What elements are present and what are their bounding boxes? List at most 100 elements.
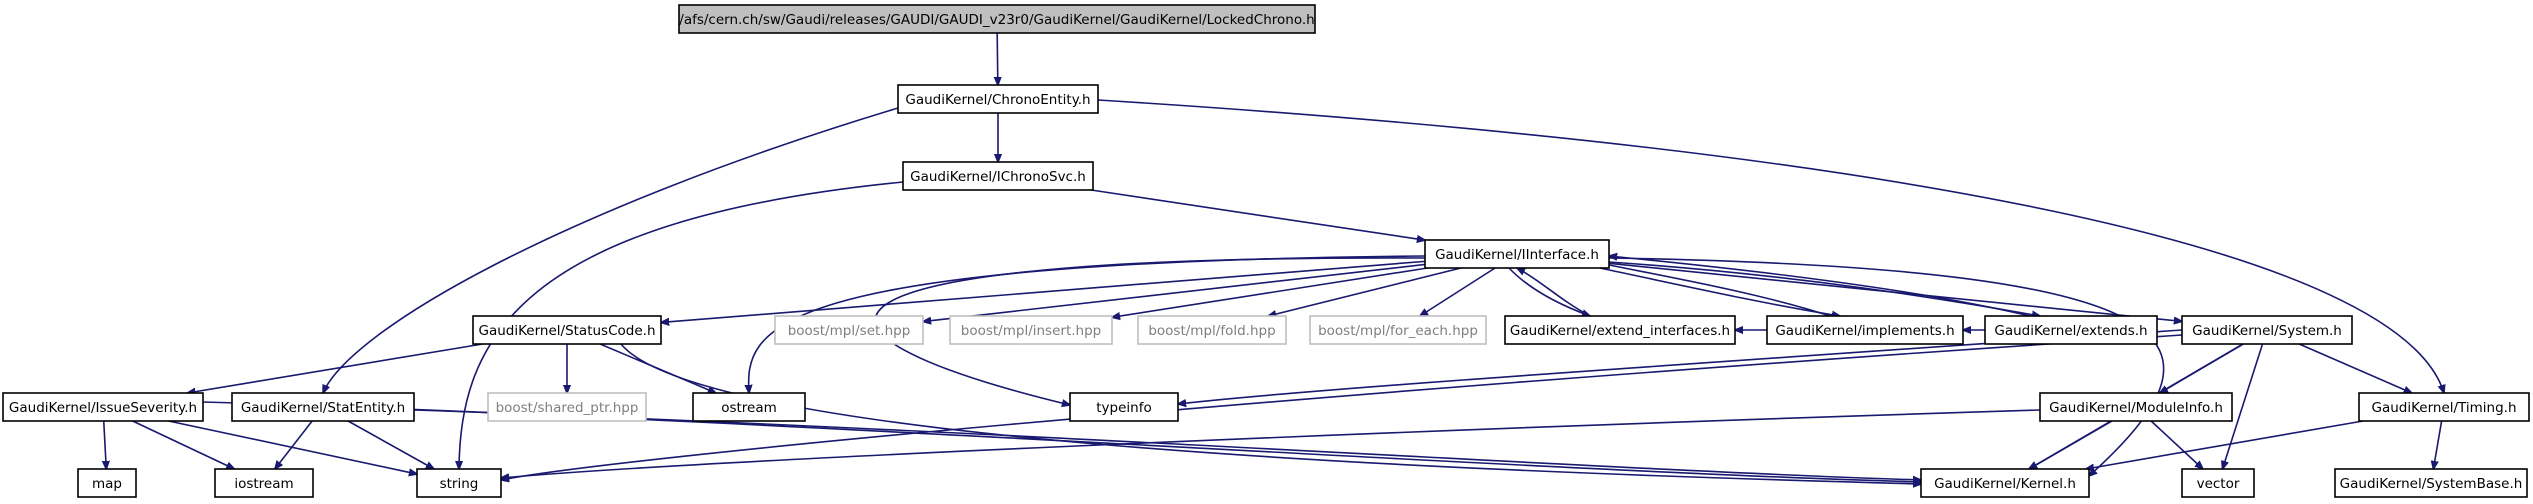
node-box-iostream — [214, 468, 314, 498]
node-iinterface[interactable]: GaudiKernel/IInterface.h — [1424, 239, 1610, 269]
edge-ichronosvc-to-string — [459, 181, 904, 469]
edge-iinterface-to-mplset — [923, 263, 1426, 321]
node-sharedptr: boost/shared_ptr.hpp — [487, 392, 647, 422]
edge-iinterface-to-mplfold — [1268, 267, 1462, 316]
node-box-mplforeach — [1309, 315, 1487, 345]
node-label-root: /afs/cern.ch/sw/Gaudi/releases/GAUDI/GAU… — [679, 12, 1314, 28]
edge-chronoentity-to-timing — [1097, 99, 2444, 393]
node-system[interactable]: GaudiKernel/System.h — [2181, 315, 2353, 345]
edge-system-to-string — [501, 334, 2183, 480]
node-label-moduleinfo: GaudiKernel/ModuleInfo.h — [2049, 400, 2223, 416]
node-kernel[interactable]: GaudiKernel/Kernel.h — [1920, 468, 2090, 498]
edge-statentity-to-iostream — [275, 420, 313, 469]
node-statentity[interactable]: GaudiKernel/StatEntity.h — [231, 392, 415, 422]
edge-statuscode-to-issueseverity — [187, 343, 483, 393]
edges — [104, 32, 2444, 484]
node-iostream[interactable]: iostream — [214, 468, 314, 498]
node-label-issueseverity: GaudiKernel/IssueSeverity.h — [9, 400, 197, 416]
node-box-root — [678, 4, 1316, 34]
node-box-moduleinfo — [2039, 392, 2233, 422]
node-box-mplfold — [1137, 315, 1287, 345]
node-box-map — [77, 468, 137, 498]
node-systembase[interactable]: GaudiKernel/SystemBase.h — [2334, 468, 2528, 498]
node-mplinsert: boost/mpl/insert.hpp — [949, 315, 1113, 345]
node-box-ostream — [692, 392, 806, 422]
edge-timing-to-kernel — [2086, 420, 2364, 469]
node-moduleinfo[interactable]: GaudiKernel/ModuleInfo.h — [2039, 392, 2233, 422]
node-box-timing — [2358, 392, 2530, 422]
node-box-vector — [2181, 468, 2255, 498]
edge-system-to-typeinfo — [1178, 329, 2183, 404]
node-extends[interactable]: GaudiKernel/extends.h — [1984, 315, 2158, 345]
edge-iinterface-to-mplinsert — [1112, 267, 1428, 317]
node-label-iostream: iostream — [234, 476, 293, 492]
node-label-mplforeach: boost/mpl/for_each.hpp — [1318, 323, 1478, 339]
edge-chronoentity-to-statentity — [323, 107, 899, 393]
node-box-mplinsert — [949, 315, 1113, 345]
node-label-iinterface: GaudiKernel/IInterface.h — [1435, 247, 1599, 263]
edge-iinterface-to-statuscode — [661, 260, 1426, 322]
node-label-statuscode: GaudiKernel/StatusCode.h — [479, 323, 656, 339]
node-label-string: string — [440, 476, 479, 492]
nodes: /afs/cern.ch/sw/Gaudi/releases/GAUDI/GAU… — [2, 4, 2530, 498]
node-label-statentity: GaudiKernel/StatEntity.h — [241, 400, 405, 416]
edge-ichronosvc-to-iinterface — [1091, 189, 1425, 240]
edge-timing-to-systembase — [2433, 420, 2443, 469]
node-box-extendinterfaces — [1504, 315, 1736, 345]
node-label-mplset: boost/mpl/set.hpp — [788, 323, 911, 339]
node-box-kernel — [1920, 468, 2090, 498]
edge-moduleinfo-to-kernel — [2029, 420, 2113, 469]
node-label-kernel: GaudiKernel/Kernel.h — [1934, 476, 2076, 492]
node-label-system: GaudiKernel/System.h — [2192, 323, 2342, 339]
node-ichronosvc[interactable]: GaudiKernel/IChronoSvc.h — [902, 161, 1094, 191]
edge-extends-to-iinterface — [1609, 256, 2031, 317]
edge-issueseverity-to-string — [168, 420, 417, 474]
node-label-implements: GaudiKernel/implements.h — [1775, 323, 1954, 339]
edge-iinterface-to-typeinfo — [874, 257, 1426, 405]
node-box-sharedptr — [487, 392, 647, 422]
node-box-statuscode — [472, 315, 662, 345]
node-box-implements — [1766, 315, 1964, 345]
node-implements[interactable]: GaudiKernel/implements.h — [1766, 315, 1964, 345]
node-string[interactable]: string — [416, 468, 502, 498]
node-issueseverity[interactable]: GaudiKernel/IssueSeverity.h — [2, 392, 204, 422]
node-box-statentity — [231, 392, 415, 422]
edge-system-to-vector — [2222, 343, 2264, 469]
node-box-extends — [1984, 315, 2158, 345]
node-label-ostream: ostream — [721, 400, 777, 416]
node-timing[interactable]: GaudiKernel/Timing.h — [2358, 392, 2530, 422]
node-extendinterfaces[interactable]: GaudiKernel/extend_interfaces.h — [1504, 315, 1736, 345]
node-mplset: boost/mpl/set.hpp — [774, 315, 924, 345]
node-typeinfo[interactable]: typeinfo — [1069, 392, 1179, 422]
node-label-sharedptr: boost/shared_ptr.hpp — [496, 400, 639, 416]
node-label-timing: GaudiKernel/Timing.h — [2371, 400, 2516, 416]
node-root[interactable]: /afs/cern.ch/sw/Gaudi/releases/GAUDI/GAU… — [678, 4, 1316, 34]
edge-moduleinfo-to-vector — [2150, 420, 2203, 469]
node-label-mplinsert: boost/mpl/insert.hpp — [961, 323, 1101, 339]
node-label-extends: GaudiKernel/extends.h — [1994, 323, 2147, 339]
node-box-iinterface — [1424, 239, 1610, 269]
node-vector[interactable]: vector — [2181, 468, 2255, 498]
node-mplforeach: boost/mpl/for_each.hpp — [1309, 315, 1487, 345]
edge-implements-to-iinterface — [1595, 262, 1831, 317]
node-box-systembase — [2334, 468, 2528, 498]
edge-statuscode-to-kernel — [620, 343, 1921, 484]
edge-iinterface-to-mplforeach — [1420, 267, 1496, 316]
edge-system-to-timing — [2298, 343, 2412, 393]
node-box-system — [2181, 315, 2353, 345]
node-statuscode[interactable]: GaudiKernel/StatusCode.h — [472, 315, 662, 345]
node-label-ichronosvc: GaudiKernel/IChronoSvc.h — [910, 169, 1086, 185]
node-box-string — [416, 468, 502, 498]
node-ostream[interactable]: ostream — [692, 392, 806, 422]
node-label-chronoentity: GaudiKernel/ChronoEntity.h — [905, 92, 1090, 108]
node-label-typeinfo: typeinfo — [1096, 400, 1151, 416]
edge-extendinterfaces-to-iinterface — [1517, 268, 1591, 317]
node-box-issueseverity — [2, 392, 204, 422]
node-box-ichronosvc — [902, 161, 1094, 191]
node-chronoentity[interactable]: GaudiKernel/ChronoEntity.h — [897, 84, 1099, 114]
edge-statentity-to-string — [347, 420, 434, 469]
node-mplfold: boost/mpl/fold.hpp — [1137, 315, 1287, 345]
node-map[interactable]: map — [77, 468, 137, 498]
edge-issueseverity-to-map — [104, 420, 107, 469]
